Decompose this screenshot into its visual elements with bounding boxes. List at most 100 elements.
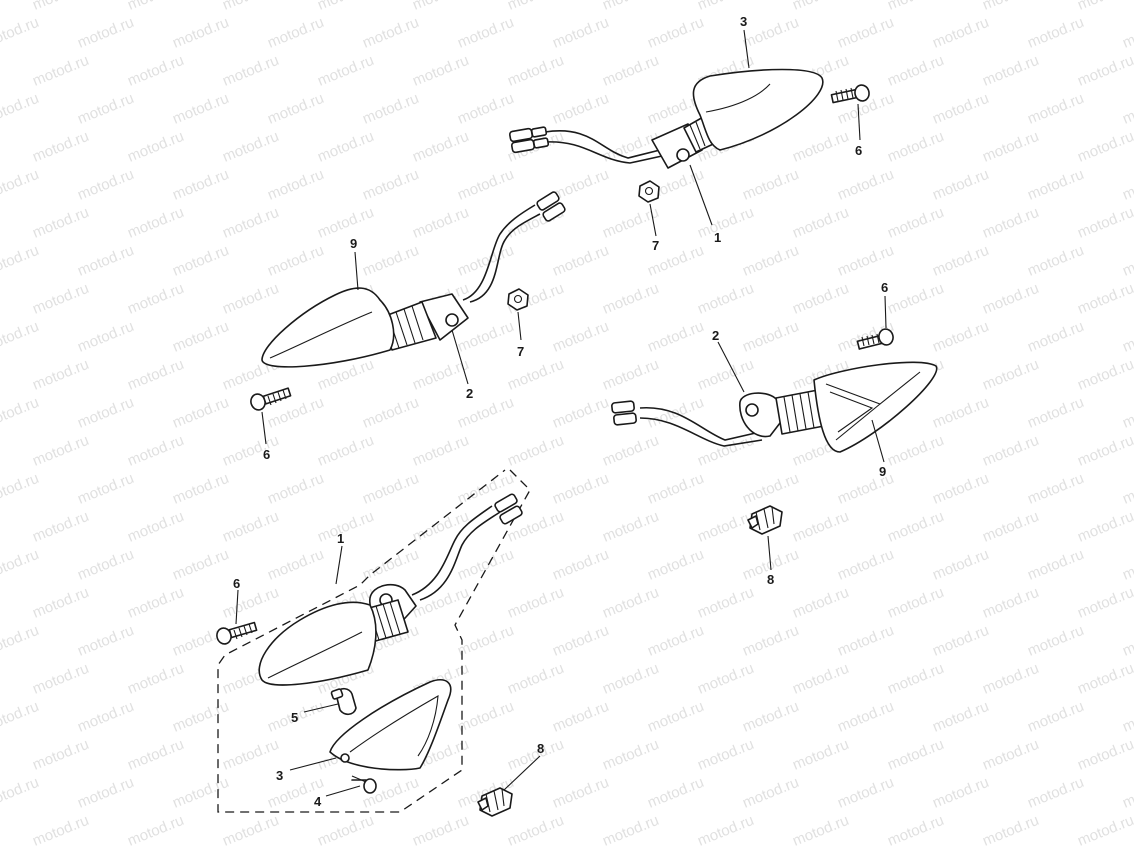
wire-connector bbox=[494, 493, 518, 513]
watermark-text: motod.ru bbox=[1120, 546, 1134, 584]
watermark-text: motod.ru bbox=[600, 356, 661, 394]
watermark-text: motod.ru bbox=[455, 14, 516, 52]
watermark-text: motod.ru bbox=[505, 356, 566, 394]
watermark-text: motod.ru bbox=[790, 812, 851, 850]
watermark-text: motod.ru bbox=[1120, 774, 1134, 812]
watermark-text: motod.ru bbox=[1075, 508, 1134, 546]
watermark-text: motod.ru bbox=[740, 470, 801, 508]
callout-left-lens: 9 bbox=[350, 236, 357, 251]
housing-mount bbox=[419, 293, 469, 341]
watermark-text: motod.ru bbox=[835, 622, 896, 660]
watermark-text: motod.ru bbox=[170, 242, 231, 280]
watermark-text: motod.ru bbox=[885, 0, 946, 14]
watermark-text: motod.ru bbox=[75, 698, 136, 736]
watermark-text: motod.ru bbox=[1075, 52, 1134, 90]
watermark-text: motod.ru bbox=[790, 584, 851, 622]
watermark-text: motod.ru bbox=[75, 546, 136, 584]
watermark-text: motod.ru bbox=[885, 812, 946, 850]
watermark-text: motod.ru bbox=[1025, 774, 1086, 812]
watermark-text: motod.ru bbox=[980, 660, 1041, 698]
watermark-text: motod.ru bbox=[265, 90, 326, 128]
watermark-text: motod.ru bbox=[740, 318, 801, 356]
watermark-text: motod.ru bbox=[885, 280, 946, 318]
watermark-text: motod.ru bbox=[1075, 280, 1134, 318]
watermark-text: motod.ru bbox=[695, 0, 756, 14]
watermark-text: motod.ru bbox=[600, 0, 661, 14]
watermark-text: motod.ru bbox=[1025, 318, 1086, 356]
watermark-text: motod.ru bbox=[740, 242, 801, 280]
watermark-text: motod.ru bbox=[220, 736, 281, 774]
watermark-text: motod.ru bbox=[980, 52, 1041, 90]
watermark-text: motod.ru bbox=[170, 166, 231, 204]
watermark-text: motod.ru bbox=[265, 242, 326, 280]
watermark-text: motod.ru bbox=[1120, 470, 1134, 508]
watermark-text: motod.ru bbox=[505, 812, 566, 850]
watermark-text: motod.ru bbox=[0, 242, 41, 280]
watermark-text: motod.ru bbox=[1025, 394, 1086, 432]
watermark-text: motod.ru bbox=[265, 14, 326, 52]
watermark-text: motod.ru bbox=[1025, 90, 1086, 128]
watermark-text: motod.ru bbox=[550, 698, 611, 736]
watermark-text: motod.ru bbox=[600, 660, 661, 698]
watermark-text: motod.ru bbox=[1120, 318, 1134, 356]
watermark-text: motod.ru bbox=[980, 0, 1041, 14]
watermark-text: motod.ru bbox=[600, 432, 661, 470]
callout-kit-bulb: 5 bbox=[291, 710, 298, 725]
watermark-text: motod.ru bbox=[170, 698, 231, 736]
watermark-text: motod.ru bbox=[410, 52, 471, 90]
watermark-text: motod.ru bbox=[550, 318, 611, 356]
watermark-text: motod.ru bbox=[930, 622, 991, 660]
watermark-text: motod.ru bbox=[740, 698, 801, 736]
watermark-text: motod.ru bbox=[170, 14, 231, 52]
wire-connector bbox=[613, 412, 637, 426]
watermark-text: motod.ru bbox=[980, 356, 1041, 394]
watermark-text: motod.ru bbox=[600, 584, 661, 622]
watermark-text: motod.ru bbox=[505, 432, 566, 470]
watermark-text: motod.ru bbox=[600, 128, 661, 166]
watermark-text: motod.ru bbox=[220, 204, 281, 242]
watermark-text: motod.ru bbox=[505, 736, 566, 774]
watermark-text: motod.ru bbox=[930, 698, 991, 736]
watermark-text: motod.ru bbox=[410, 204, 471, 242]
watermark-text: motod.ru bbox=[1025, 622, 1086, 660]
watermark-text: motod.ru bbox=[930, 90, 991, 128]
watermark-text: motod.ru bbox=[0, 698, 41, 736]
watermark-text: motod.ru bbox=[125, 52, 186, 90]
watermark-text: motod.ru bbox=[220, 52, 281, 90]
wire-connector bbox=[499, 505, 523, 525]
watermark-text: motod.ru bbox=[410, 432, 471, 470]
watermark-text: motod.ru bbox=[315, 204, 376, 242]
callout-right-clip: 8 bbox=[767, 572, 774, 587]
callout-top-housing: 1 bbox=[714, 230, 721, 245]
watermark-text: motod.ru bbox=[1075, 432, 1134, 470]
watermark-text: motod.ru bbox=[740, 14, 801, 52]
watermark-text: motod.ru bbox=[0, 546, 41, 584]
watermark-text: motod.ru bbox=[980, 584, 1041, 622]
watermark-text: motod.ru bbox=[835, 14, 896, 52]
watermark-text: motod.ru bbox=[930, 774, 991, 812]
watermark-text: motod.ru bbox=[695, 356, 756, 394]
watermark-text: motod.ru bbox=[125, 356, 186, 394]
indicator-lens-right bbox=[813, 361, 938, 453]
watermark-text: motod.ru bbox=[1025, 470, 1086, 508]
watermark-text: motod.ru bbox=[885, 660, 946, 698]
watermark-text: motod.ru bbox=[695, 812, 756, 850]
watermark-text: motod.ru bbox=[550, 394, 611, 432]
watermark-text: motod.ru bbox=[75, 622, 136, 660]
watermark-text: motod.ru bbox=[360, 14, 421, 52]
callout-labels: 3 6 7 1 9 7 2 6 6 2 9 8 1 6 5 3 4 8 bbox=[233, 14, 888, 809]
watermark-text: motod.ru bbox=[645, 698, 706, 736]
watermark-text: motod.ru bbox=[455, 318, 516, 356]
watermark-text: motod.ru bbox=[360, 394, 421, 432]
watermark-text: motod.ru bbox=[790, 0, 851, 14]
watermark-text: motod.ru bbox=[75, 774, 136, 812]
watermark-text: motod.ru bbox=[505, 0, 566, 14]
watermark-text: motod.ru bbox=[75, 90, 136, 128]
watermark-text: motod.ru bbox=[220, 128, 281, 166]
watermark-text: motod.ru bbox=[125, 128, 186, 166]
watermark-text: motod.ru bbox=[1075, 584, 1134, 622]
watermark-text: motod.ru bbox=[695, 432, 756, 470]
watermark-text: motod.ru bbox=[220, 0, 281, 14]
bolt-left bbox=[250, 387, 292, 411]
nut-left bbox=[507, 288, 529, 311]
